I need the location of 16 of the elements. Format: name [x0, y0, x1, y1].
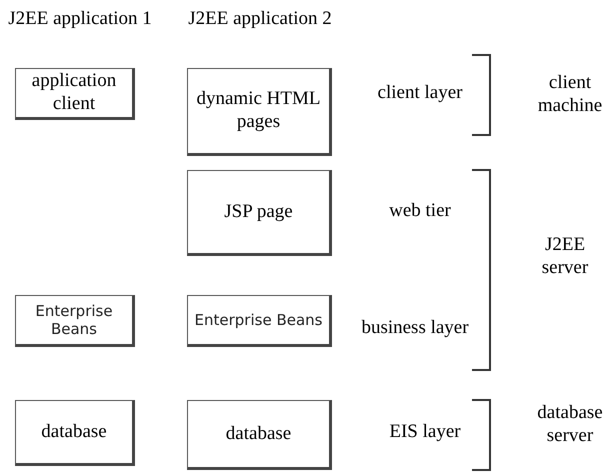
- column-heading: J2EE application 1: [7, 8, 153, 31]
- component-box: Enterprise Beans: [15, 295, 135, 347]
- database-box: database: [15, 400, 135, 466]
- layer-label: business layer: [360, 317, 470, 340]
- tier-label: database server: [536, 402, 604, 448]
- tier-label: client machine: [536, 72, 604, 118]
- tier-label: J2EE server: [540, 234, 590, 280]
- page-box: dynamic HTML pages: [187, 68, 332, 156]
- component-box: Enterprise Beans: [187, 295, 332, 347]
- column-heading: J2EE application 2: [187, 8, 333, 31]
- database-box: database: [187, 400, 332, 470]
- page-box: JSP page: [187, 170, 332, 256]
- layer-label: EIS layer: [388, 421, 462, 444]
- layer-label: client layer: [376, 82, 464, 105]
- application-box: application client: [15, 68, 135, 120]
- layer-label: web tier: [388, 200, 452, 223]
